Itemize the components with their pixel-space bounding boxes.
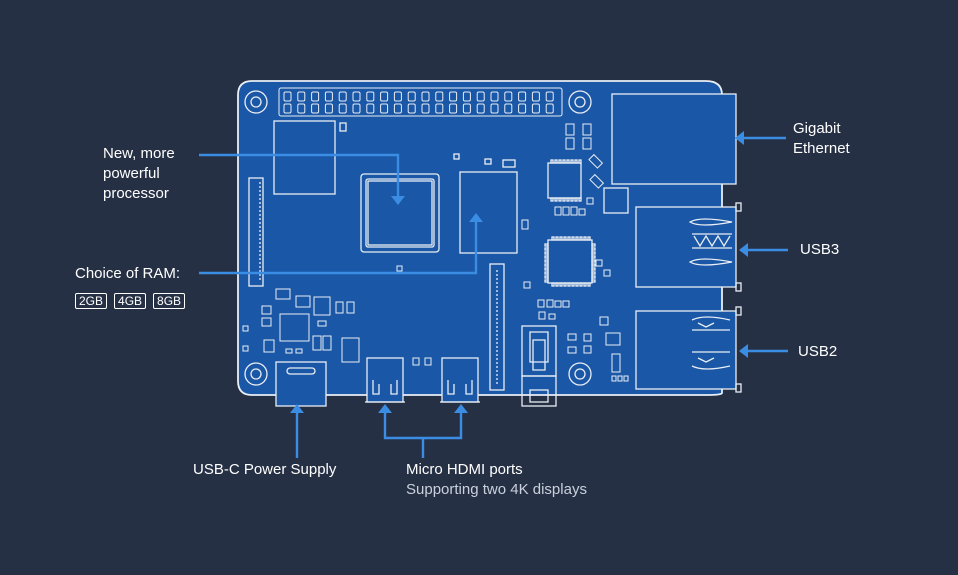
micro-hdmi-port-1 (365, 358, 405, 402)
usb3-port (636, 203, 741, 291)
hdmi-callout (385, 411, 461, 458)
usb-c-port (276, 362, 326, 406)
label-processor-line-3: processor (103, 184, 169, 204)
label-processor-line-1: New, more (103, 144, 175, 164)
usb2-port (636, 307, 741, 392)
label-usb3: USB3 (800, 240, 839, 260)
label-ethernet-line-2: Ethernet (793, 139, 850, 159)
label-processor-line-2: powerful (103, 164, 160, 184)
label-hdmi-subtitle: Supporting two 4K displays (406, 480, 587, 500)
ram-option-8gb: 8GB (153, 293, 185, 309)
label-ethernet-line-1: Gigabit (793, 119, 841, 139)
label-ram: Choice of RAM: (75, 264, 180, 284)
ethernet-port (612, 94, 736, 184)
micro-hdmi-port-2 (440, 358, 480, 402)
label-usb2: USB2 (798, 342, 837, 362)
ram-options: 2GB 4GB 8GB (75, 293, 185, 309)
raspberry-pi-board (238, 81, 741, 406)
ram-option-2gb: 2GB (75, 293, 107, 309)
label-power: USB-C Power Supply (193, 460, 336, 480)
label-hdmi-title: Micro HDMI ports (406, 460, 523, 480)
ram-option-4gb: 4GB (114, 293, 146, 309)
